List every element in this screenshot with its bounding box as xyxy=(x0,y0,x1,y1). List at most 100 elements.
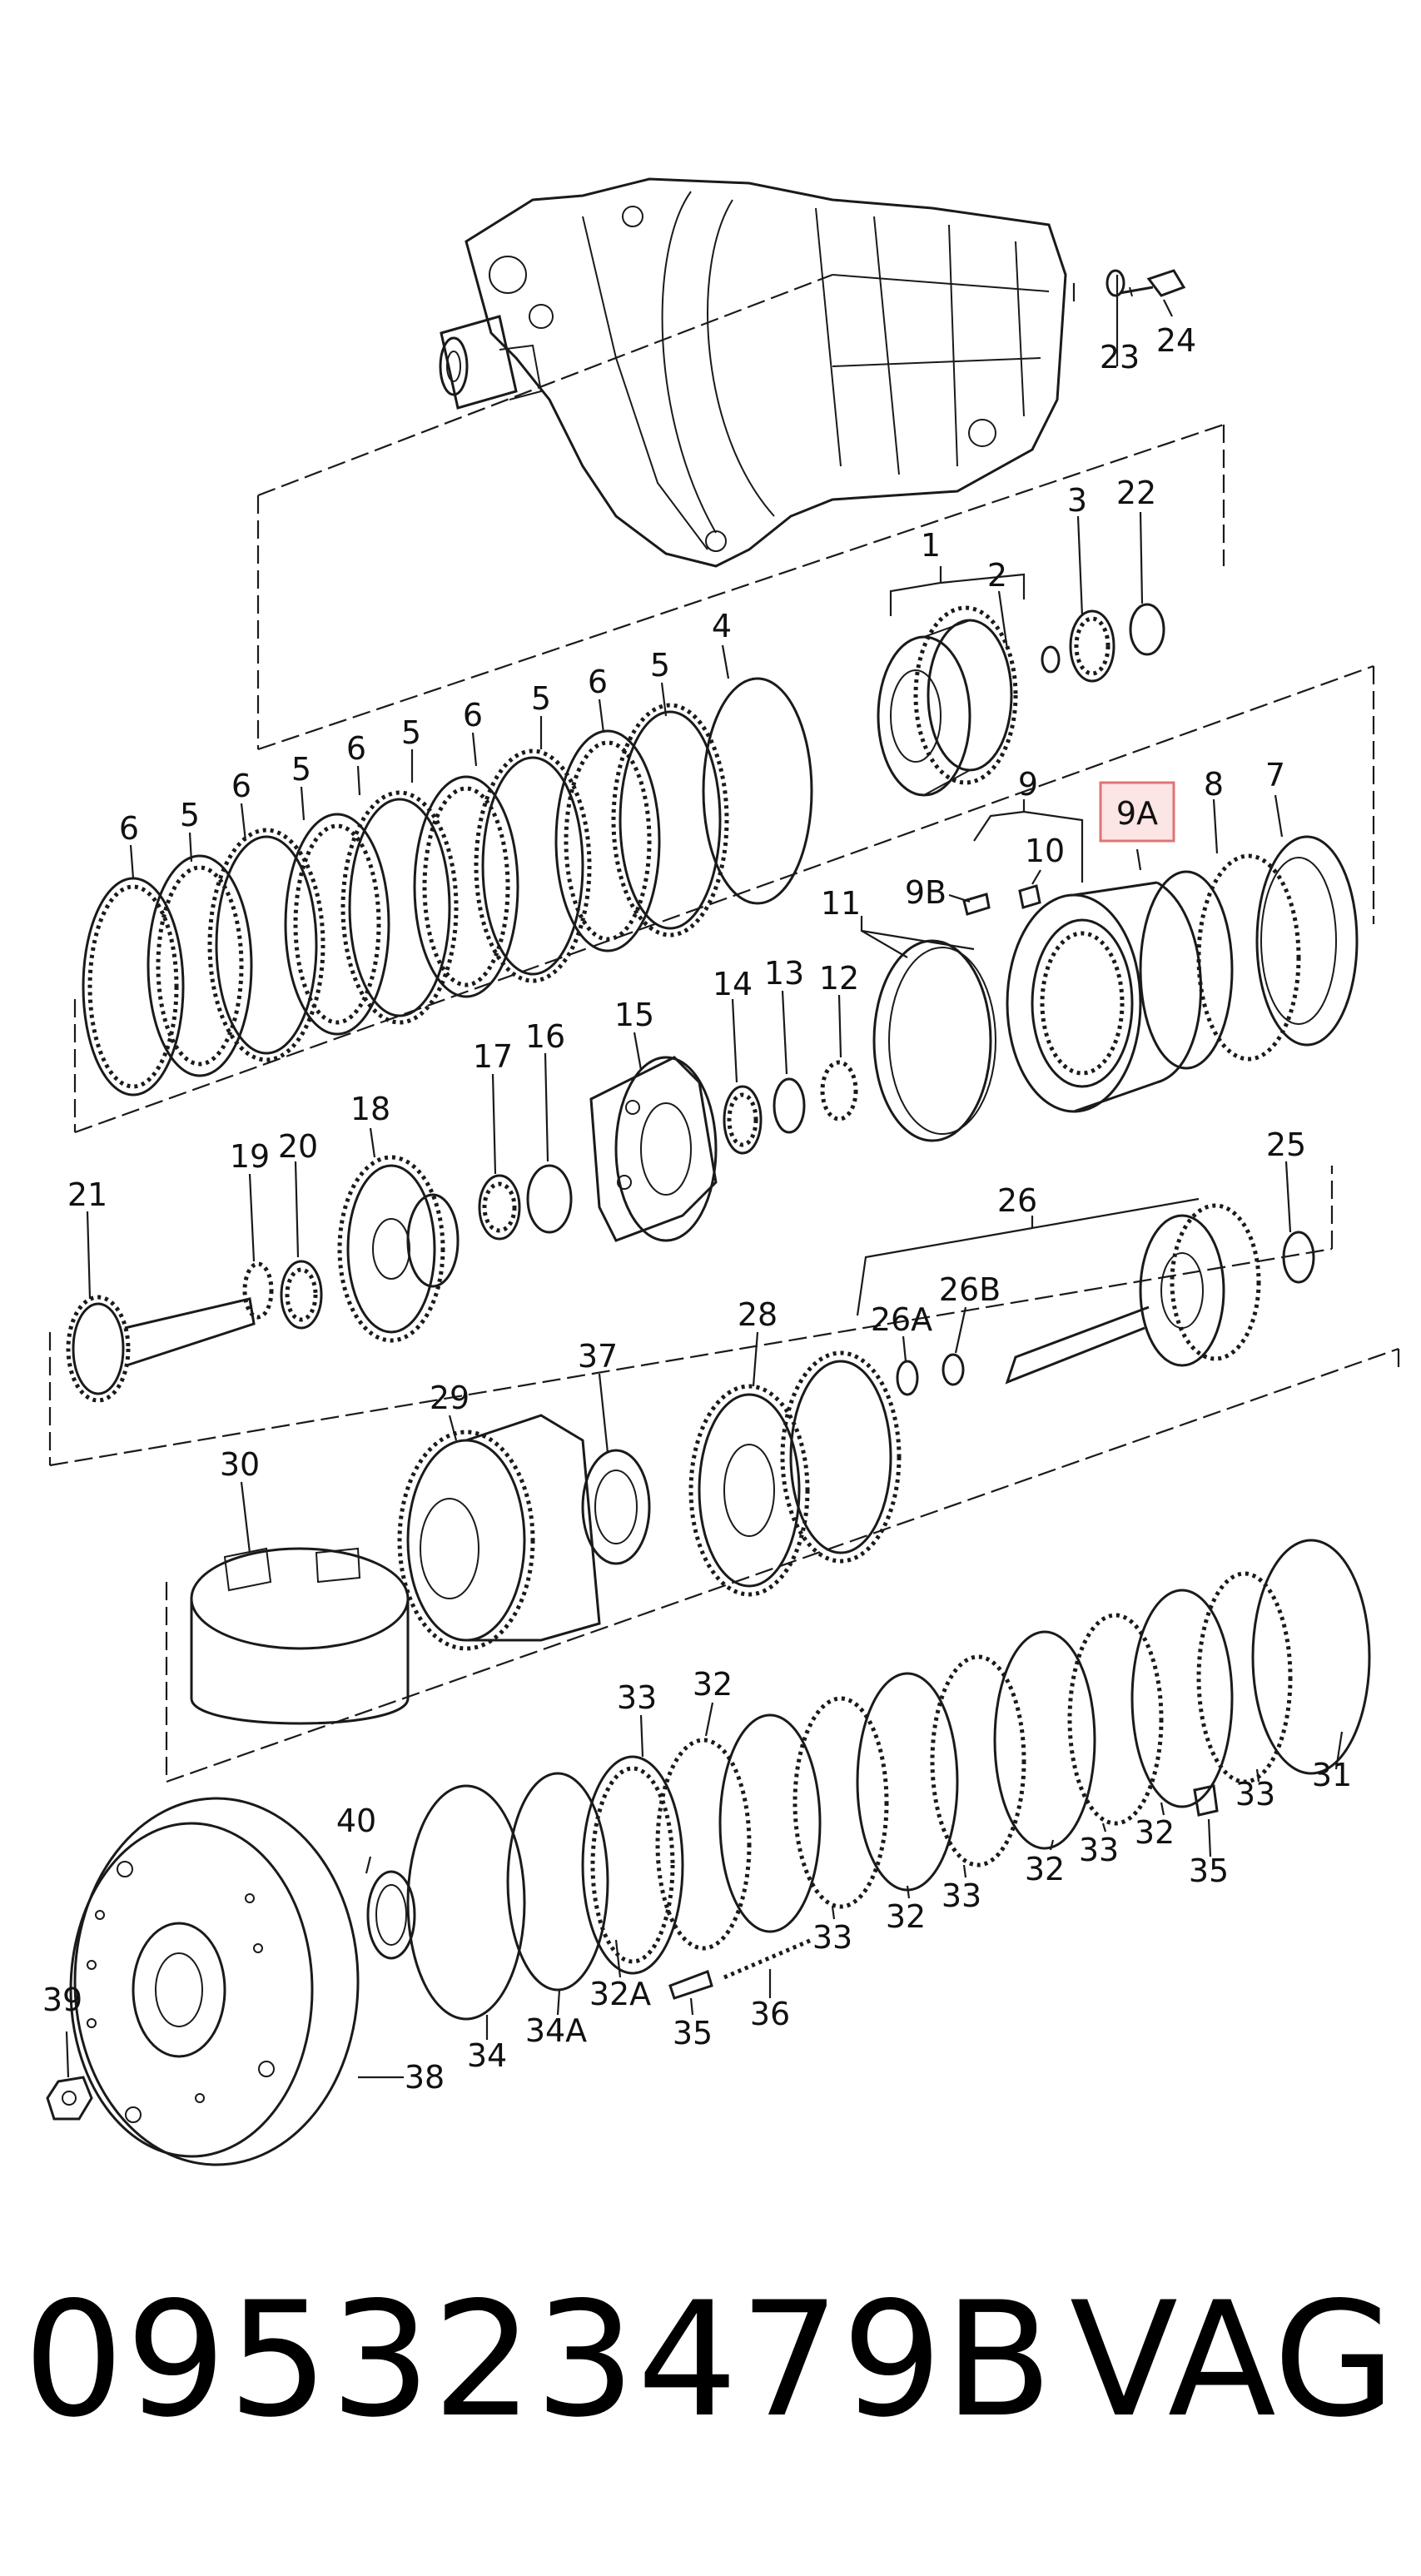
washer-26A xyxy=(896,1360,919,1396)
label-6-c: 6 xyxy=(346,730,366,767)
label-29: 29 xyxy=(430,1380,470,1416)
spring-plate-8 xyxy=(1196,853,1301,1062)
label-7: 7 xyxy=(1265,757,1285,793)
thrust-bearing-3 xyxy=(1069,609,1115,683)
label-35-a: 35 xyxy=(1189,1852,1229,1889)
piston-housing-9 xyxy=(1006,881,1202,1113)
ring-gear-28 xyxy=(688,1350,902,1597)
brake-band-30 xyxy=(190,1547,410,1725)
planet-carrier-15 xyxy=(589,1056,718,1242)
clutch-drum-29 xyxy=(397,1414,601,1651)
bearing-19 xyxy=(242,1261,274,1320)
washer-16 xyxy=(526,1164,573,1234)
seal-ring-9A xyxy=(1139,870,1234,1070)
label-21: 21 xyxy=(67,1176,107,1213)
label-3: 3 xyxy=(1067,482,1087,519)
label-20: 20 xyxy=(278,1128,318,1165)
pin-10 xyxy=(1018,884,1041,909)
clutch-plate-stack-a xyxy=(82,677,813,1097)
label-32-d: 32 xyxy=(886,1898,926,1935)
label-33-d: 33 xyxy=(942,1877,981,1914)
label-9B: 9B xyxy=(905,874,947,911)
exploded-transmission-diagram: 1 2 3 22 23 24 4 5 6 5 6 5 6 5 6 5 6 7 8… xyxy=(42,177,1400,2166)
label-2: 2 xyxy=(987,557,1007,594)
label-5-a: 5 xyxy=(650,647,670,684)
label-32-a: 32 xyxy=(693,1666,733,1703)
label-19: 19 xyxy=(230,1138,270,1175)
label-39: 39 xyxy=(42,1982,82,2018)
snap-ring-11 xyxy=(872,939,996,1142)
label-5-b: 5 xyxy=(531,680,551,717)
label-6-b: 6 xyxy=(463,697,483,734)
label-33-a: 33 xyxy=(617,1679,657,1716)
assembly-frame-lines xyxy=(48,273,1400,1783)
label-18: 18 xyxy=(350,1091,390,1127)
highlight-box-9A xyxy=(1099,781,1175,843)
torque-converter-38 xyxy=(69,1797,360,2166)
label-30: 30 xyxy=(220,1446,260,1483)
ring-26B xyxy=(942,1353,965,1386)
label-33-e: 33 xyxy=(812,1919,852,1956)
label-37: 37 xyxy=(578,1338,618,1375)
clutch-plate-stack-b xyxy=(581,1539,1371,1975)
label-31: 31 xyxy=(1312,1757,1352,1793)
gear-12 xyxy=(820,1060,858,1121)
pin-35-upper xyxy=(1193,1784,1219,1817)
label-22: 22 xyxy=(1116,475,1156,511)
washer-13 xyxy=(773,1077,806,1134)
label-26B: 26B xyxy=(939,1271,1001,1308)
label-9A: 9A xyxy=(1116,795,1158,832)
washer-2 xyxy=(1041,645,1061,674)
clutch-hub-assembly-1 xyxy=(877,605,1018,797)
label-4: 4 xyxy=(712,608,732,644)
label-34: 34 xyxy=(467,2037,507,2074)
spacer-plate-37 xyxy=(581,1449,651,1565)
brand-name: VAG xyxy=(1070,2268,1396,2452)
oil-seal-40 xyxy=(366,1870,416,1960)
label-32-b: 32 xyxy=(1135,1814,1175,1851)
washer-22 xyxy=(1129,603,1165,656)
leader-lines xyxy=(65,275,1344,2079)
label-25: 25 xyxy=(1266,1126,1306,1163)
label-23: 23 xyxy=(1100,339,1140,375)
washer-23 xyxy=(1105,269,1125,297)
clutch-drum-7 xyxy=(1255,835,1359,1047)
label-8: 8 xyxy=(1204,766,1224,803)
callout-labels: 1 2 3 22 23 24 4 5 6 5 6 5 6 5 6 5 6 7 8… xyxy=(42,322,1352,2096)
label-36: 36 xyxy=(750,1996,790,2032)
washer-25 xyxy=(1282,1231,1315,1284)
label-16: 16 xyxy=(525,1018,565,1055)
label-12: 12 xyxy=(819,960,859,997)
label-26: 26 xyxy=(997,1182,1037,1219)
bolt-24 xyxy=(1119,269,1186,297)
label-33-c: 33 xyxy=(1079,1832,1119,1868)
label-6-a: 6 xyxy=(588,664,608,700)
thrust-bearing-20 xyxy=(280,1260,323,1330)
label-5-e: 5 xyxy=(180,797,200,833)
label-33-b: 33 xyxy=(1235,1776,1275,1813)
snap-ring-34 xyxy=(406,1784,526,2021)
label-26A: 26A xyxy=(871,1301,932,1338)
label-11: 11 xyxy=(821,885,861,922)
label-14: 14 xyxy=(713,966,753,1002)
label-1: 1 xyxy=(921,527,941,564)
label-38: 38 xyxy=(405,2059,445,2096)
label-34A: 34A xyxy=(525,2012,587,2049)
label-15: 15 xyxy=(614,997,654,1033)
label-24: 24 xyxy=(1156,322,1196,359)
output-shaft-26 xyxy=(1005,1203,1261,1385)
label-5-d: 5 xyxy=(291,751,311,788)
label-5-c: 5 xyxy=(401,714,421,751)
spring-36 xyxy=(723,1937,812,1980)
bearing-14 xyxy=(723,1085,763,1155)
pin-35-lower xyxy=(668,1970,713,2000)
label-40: 40 xyxy=(336,1803,376,1839)
label-10: 10 xyxy=(1025,833,1065,869)
pin-9B xyxy=(962,893,991,916)
label-6-d: 6 xyxy=(231,768,251,804)
label-32A: 32A xyxy=(589,1976,651,2012)
sun-gear-18 xyxy=(337,1155,460,1343)
label-28: 28 xyxy=(738,1296,778,1333)
label-35-b: 35 xyxy=(673,2015,713,2051)
label-17: 17 xyxy=(473,1038,513,1075)
